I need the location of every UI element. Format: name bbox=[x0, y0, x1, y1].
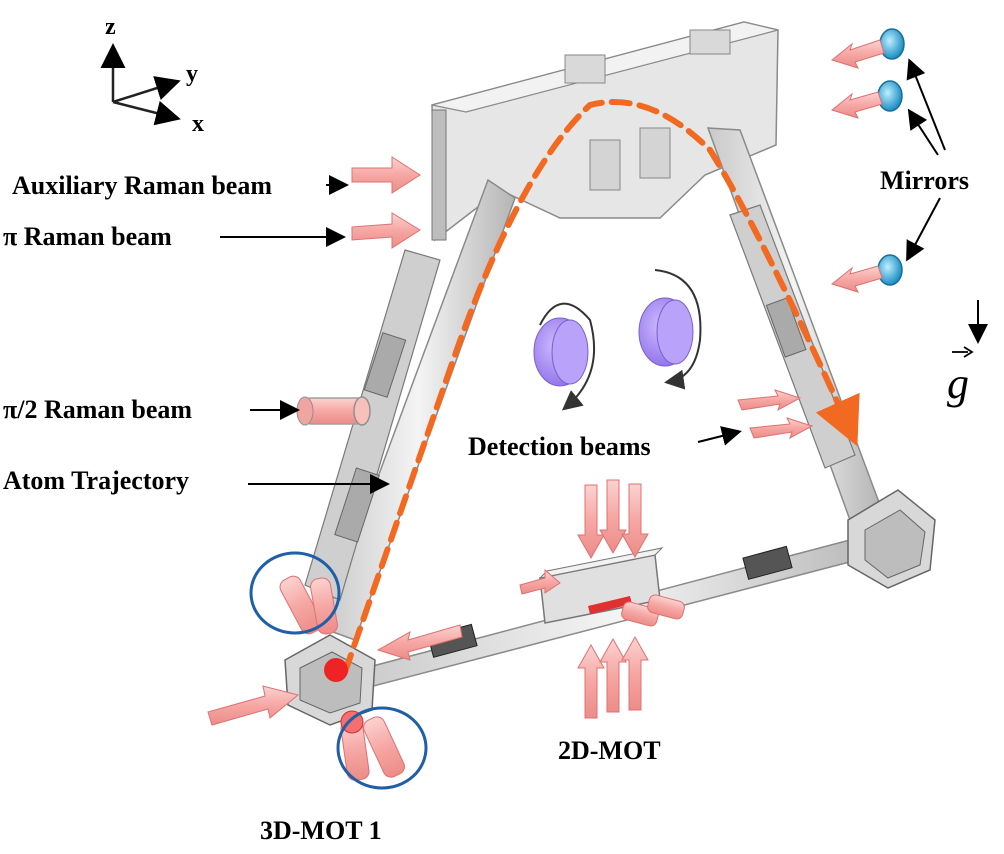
chamber-flange bbox=[564, 54, 606, 84]
chamber-window bbox=[765, 297, 807, 358]
mirrors-group bbox=[877, 28, 905, 286]
axes-icon bbox=[100, 43, 181, 126]
auxiliary-raman-beam-icon bbox=[351, 156, 421, 194]
chamber-window bbox=[589, 139, 621, 191]
chamber-window bbox=[363, 332, 407, 398]
mot2d-beams bbox=[519, 479, 685, 719]
detection-beams-label: Detection beams bbox=[468, 432, 651, 461]
beam-cylinder-icon bbox=[310, 577, 338, 635]
pi-raman-label: π Raman beam bbox=[3, 222, 172, 251]
atom-trajectory-path bbox=[342, 99, 860, 675]
chamber-flange bbox=[431, 109, 447, 241]
vector-arrow-icon bbox=[952, 346, 974, 358]
atom-trajectory-label: Atom Trajectory bbox=[3, 466, 190, 495]
beam-arrow-icon bbox=[577, 484, 605, 560]
vacuum-chamber bbox=[284, 21, 936, 726]
mirror-icon bbox=[877, 80, 903, 112]
mirror-icon bbox=[877, 254, 903, 286]
chamber-left-rail bbox=[304, 249, 441, 601]
rotation-arrow-icon bbox=[654, 269, 702, 390]
rotor-left bbox=[533, 302, 596, 411]
corner-cube-right-face bbox=[864, 509, 926, 579]
mirror-icon bbox=[879, 28, 905, 60]
auxiliary-raman-label: Auxiliary Raman beam bbox=[12, 171, 272, 200]
highlight-circle bbox=[336, 706, 428, 790]
rotor-right bbox=[638, 269, 702, 390]
gravity-symbol: g bbox=[947, 359, 969, 408]
arrow-icon bbox=[906, 58, 946, 151]
mot3d-beams bbox=[207, 575, 463, 781]
highlight-circle bbox=[249, 551, 341, 635]
rotation-arrow-icon bbox=[539, 302, 596, 411]
beam-cylinder-icon bbox=[279, 575, 323, 635]
atom-cloud bbox=[324, 658, 348, 682]
beam-arrow-icon bbox=[376, 624, 463, 661]
mot2d-atoms bbox=[588, 596, 632, 614]
detection-beam-icon bbox=[749, 417, 814, 440]
mot2d-label: 2D-MOT bbox=[558, 736, 661, 765]
detection-beams bbox=[737, 389, 814, 440]
beam-arrow-icon bbox=[577, 643, 605, 719]
beam-cylinder-icon bbox=[647, 594, 685, 620]
beam-arrow-icon bbox=[519, 568, 561, 595]
chamber-window bbox=[639, 127, 671, 179]
beam-arrow-icon bbox=[207, 685, 300, 726]
beam-arrow-icon bbox=[830, 91, 883, 119]
beam-cap-icon bbox=[340, 710, 364, 734]
mirror-beams bbox=[830, 39, 885, 293]
beam-arrow-icon bbox=[599, 637, 627, 713]
arrow-icon bbox=[907, 108, 939, 156]
beam-arrow-icon bbox=[599, 479, 627, 555]
beam-arrow-icon bbox=[621, 635, 649, 711]
chamber-flange bbox=[689, 29, 731, 55]
raman-beams bbox=[351, 156, 421, 249]
bellows bbox=[742, 545, 793, 580]
axis-z-label: z bbox=[105, 14, 116, 40]
beam-cylinder-icon bbox=[363, 716, 405, 778]
arrow-icon bbox=[906, 197, 941, 262]
pi-raman-beam-icon bbox=[351, 212, 421, 249]
beam-arrow-icon bbox=[830, 265, 883, 293]
chamber-window bbox=[334, 467, 380, 543]
beam-arrow-icon bbox=[621, 483, 649, 559]
detection-beam-icon bbox=[737, 389, 802, 412]
mirrors-label: Mirrors bbox=[880, 166, 970, 195]
label-arrows bbox=[220, 58, 988, 494]
axis-x-label: x bbox=[192, 111, 204, 137]
mot3d-label: 3D-MOT 1 bbox=[260, 816, 382, 845]
pi2-raman-beam-icon bbox=[296, 396, 371, 426]
axis-y-label: y bbox=[186, 61, 198, 87]
beam-arrow-icon bbox=[830, 39, 885, 69]
pi2-raman-label: π/2 Raman beam bbox=[3, 395, 193, 424]
arrow-icon bbox=[697, 426, 742, 446]
